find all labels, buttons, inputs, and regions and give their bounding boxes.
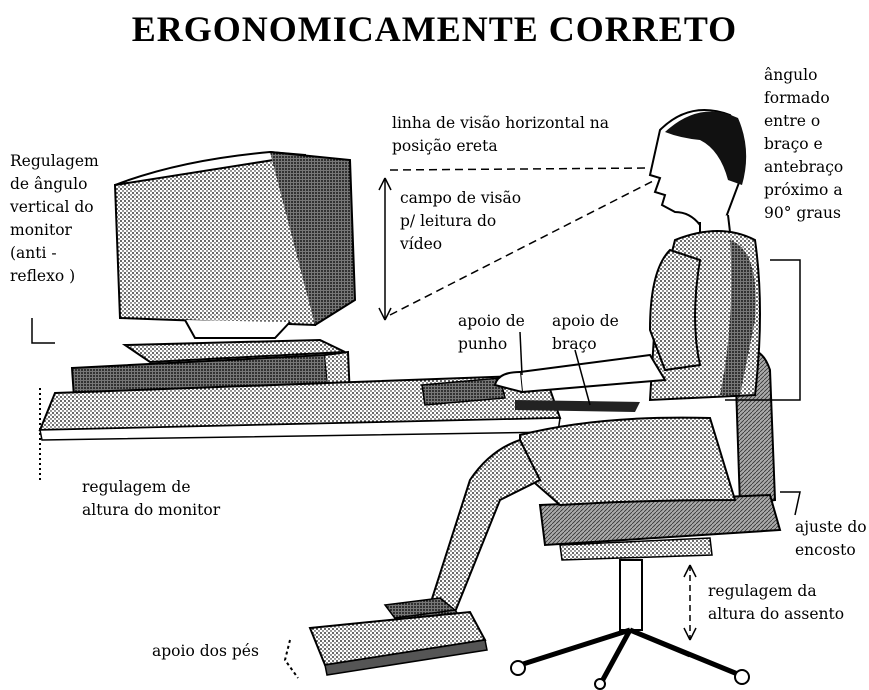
label-arm-rest: apoio de braço: [552, 312, 619, 353]
diagram-title: ERGONOMICAMENTE CORRETO: [131, 9, 738, 49]
label-horizontal-sight-line: linha de visão horizontal na posição ere…: [392, 114, 609, 155]
label-monitor-height-adjust: regulagem de altura do monitor: [82, 478, 221, 519]
chair: [510, 349, 782, 690]
monitor: [113, 150, 357, 339]
label-arm-angle: ângulo formado entre o braço e antebraço…: [764, 66, 844, 222]
footrest: [283, 610, 488, 679]
label-backrest-adjust: ajuste do encosto: [795, 518, 867, 559]
label-wrist-rest: apoio de punho: [458, 312, 525, 353]
label-seat-height-adjust: regulagem da altura do assento: [708, 582, 845, 623]
label-footrest: apoio dos pés: [152, 642, 259, 660]
label-monitor-angle-adjust: Regulagem de ângulo vertical do monitor …: [10, 152, 99, 285]
seated-person: [383, 109, 761, 641]
keyboard: [421, 377, 506, 406]
guide-lines: [31, 167, 801, 641]
label-field-of-view: campo de visão p/ leitura do vídeo: [400, 189, 522, 253]
